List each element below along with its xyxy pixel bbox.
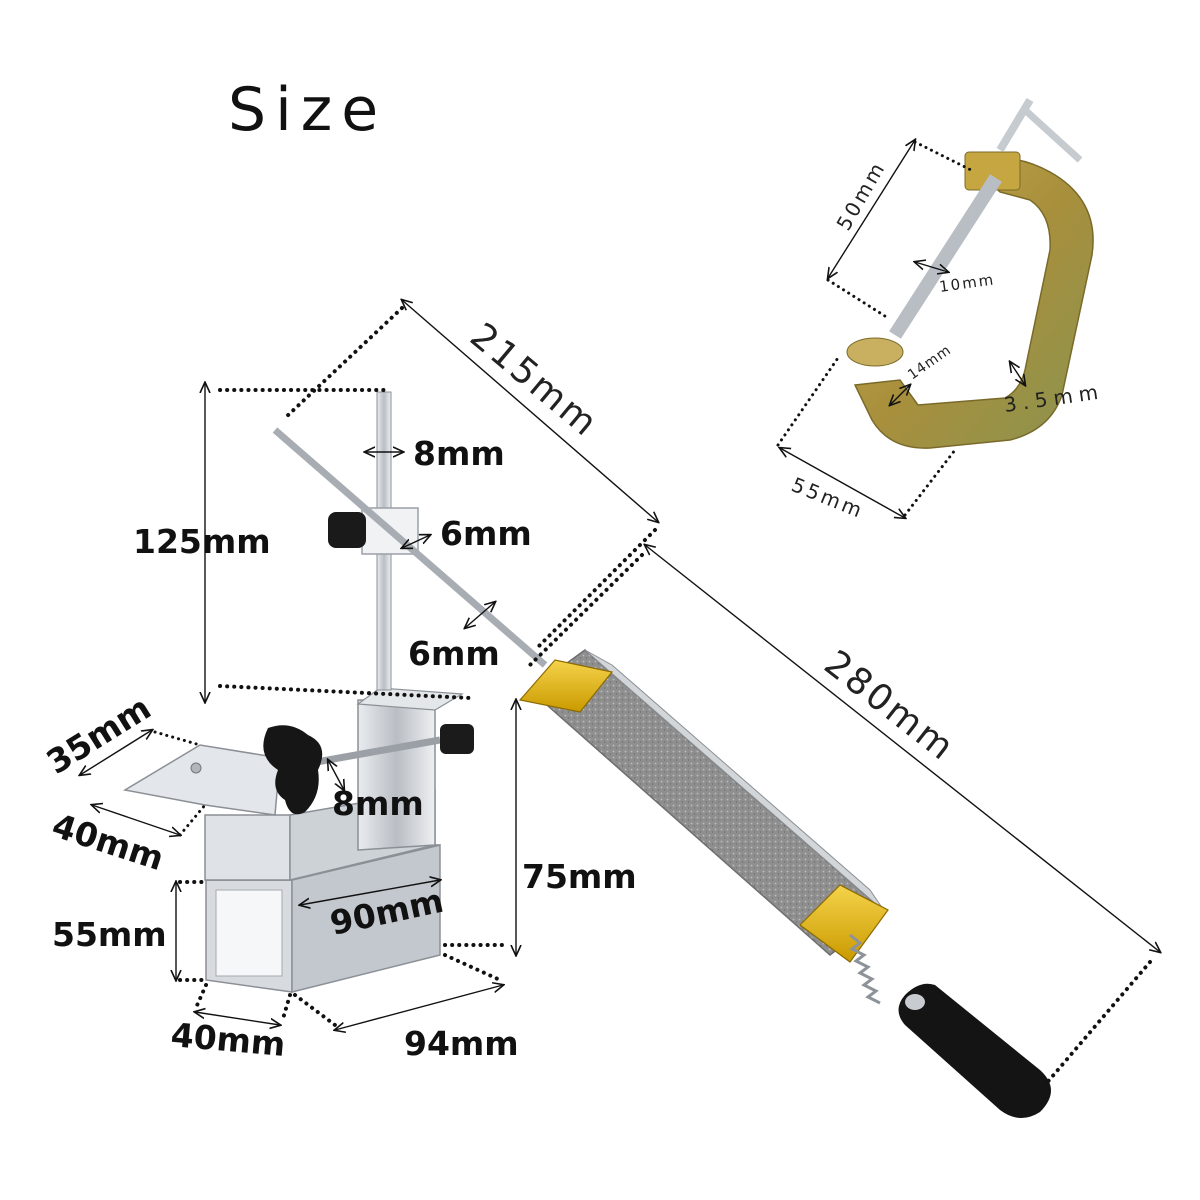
label-clamp-55mm: 55mm [788,472,868,523]
label-clamp-50mm: 50mm [832,156,891,234]
label-75mm: 75mm [522,857,637,896]
brass-end-top [518,659,614,713]
label-280mm: 280mm [816,643,962,770]
label-40mm-bottom: 40mm [169,1015,287,1064]
c-clamp [846,97,1094,449]
label-8mm-screw: 8mm [332,784,424,823]
label-40mm-left: 40mm [48,806,169,879]
jaw-screw [190,762,202,774]
angle-knob [328,512,366,548]
label-clamp-14mm: 14mm [905,342,954,383]
clamp-knob [263,725,323,815]
page-title: Size [228,75,387,145]
label-94mm: 94mm [404,1024,519,1063]
label-125mm: 125mm [133,522,271,561]
label-8mm-pole: 8mm [413,434,505,473]
clamp-screw [299,736,441,769]
handle-ferrule [905,994,925,1010]
label-55mm: 55mm [52,915,167,954]
label-clamp-10mm: 10mm [938,270,996,296]
label-35mm: 35mm [40,688,158,782]
clamp-pad [846,337,904,367]
vertical-plate [357,699,436,851]
jaw-plate [122,744,281,816]
clamp-tbar [996,97,1034,153]
dimension-lines [80,140,1160,1087]
label-6mm-rod: 6mm [408,634,500,673]
clamp-frame [853,157,1094,449]
clamp-tbar-handle [1022,107,1083,163]
base-assembly [122,687,474,993]
handle [898,983,1051,1119]
label-6mm-hole: 6mm [440,514,532,553]
base-box-opening [215,889,283,977]
clamp-thread [889,174,1002,339]
rear-knob [440,724,474,754]
bracket-front [204,814,291,881]
label-215mm: 215mm [462,315,606,445]
dimension-labels: 215mm 280mm 125mm 8mm 6mm 6mm 8mm 75mm 5… [40,156,1106,1064]
